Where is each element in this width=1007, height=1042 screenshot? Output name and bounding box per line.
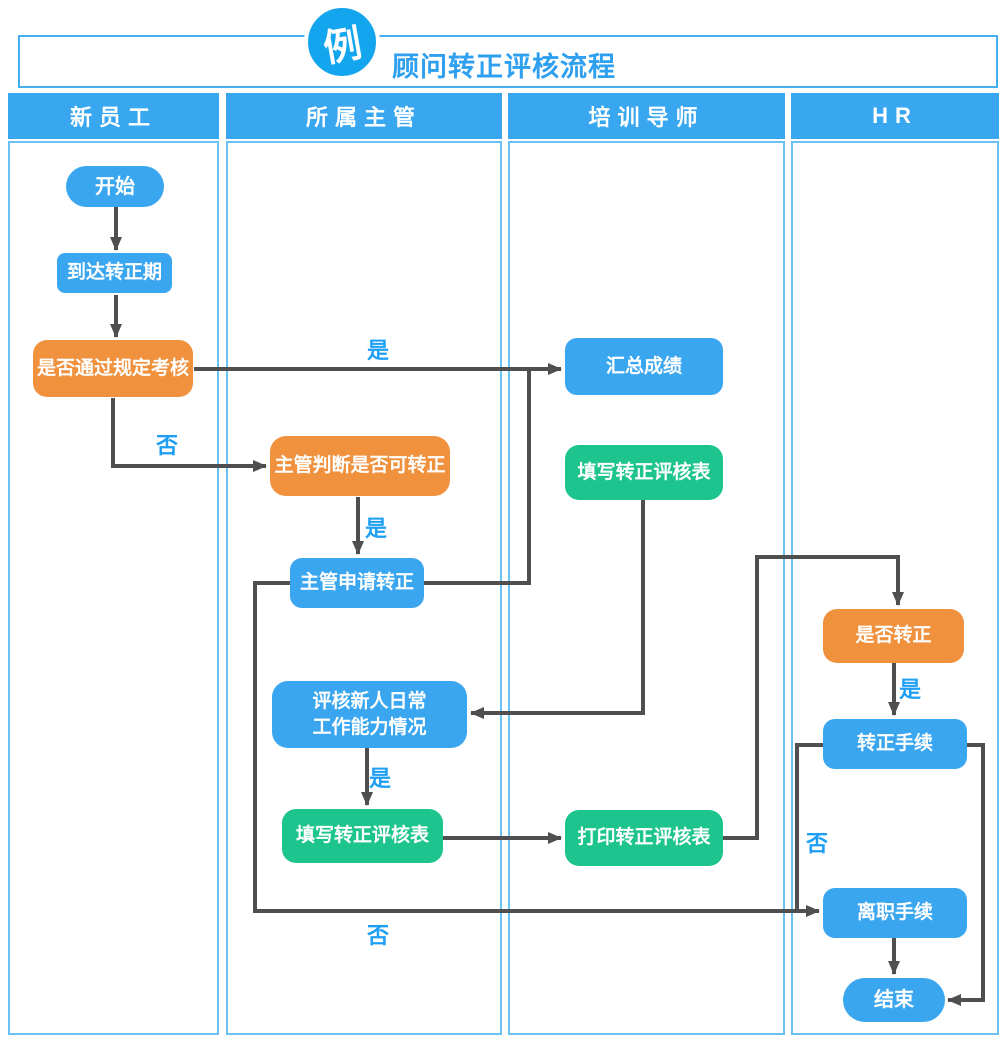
- edge-label-no-apply: 否: [366, 923, 390, 948]
- lane-header-new-employee: 新员工: [8, 93, 219, 139]
- node-regular-procedure: 转正手续: [823, 719, 967, 769]
- node-pass-exam: 是否通过规定考核: [33, 340, 193, 397]
- lane-header-mentor: 培训导师: [508, 93, 785, 139]
- node-assess-daily-line1: 评核新人日常: [312, 690, 427, 712]
- edge-label-yes-pass: 是: [366, 338, 390, 363]
- node-end: 结束: [843, 978, 945, 1022]
- node-summarize: 汇总成绩: [565, 338, 723, 395]
- lane-header-hr: HR: [791, 93, 999, 139]
- node-assess-daily: 评核新人日常 工作能力情况: [272, 681, 467, 748]
- node-resign-procedure: 离职手续: [823, 888, 967, 938]
- title-bar: [18, 35, 998, 88]
- edge-label-no-pass: 否: [155, 433, 179, 458]
- diagram-title: 顾问转正评核流程: [392, 52, 616, 82]
- node-start: 开始: [66, 166, 164, 207]
- edge-label-yes-regular: 是: [898, 677, 922, 702]
- node-supervisor-apply: 主管申请转正: [290, 558, 424, 608]
- lane-body-mentor: [508, 141, 785, 1035]
- lane-header-supervisor: 所属主管: [226, 93, 502, 139]
- node-reach-period: 到达转正期: [57, 253, 172, 293]
- node-fill-form-supervisor: 填写转正评核表: [282, 809, 443, 863]
- node-print-form: 打印转正评核表: [565, 810, 723, 866]
- edge-label-yes-assess: 是: [368, 766, 392, 791]
- node-is-regular: 是否转正: [823, 609, 964, 663]
- node-supervisor-judge: 主管判断是否可转正: [270, 436, 450, 496]
- example-badge: 例: [304, 4, 380, 80]
- example-badge-label: 例: [320, 22, 366, 71]
- node-fill-form-mentor: 填写转正评核表: [565, 445, 723, 500]
- edge-label-yes-judge: 是: [364, 516, 388, 541]
- edge-label-no-regular: 否: [805, 831, 829, 856]
- node-assess-daily-line2: 工作能力情况: [312, 716, 427, 738]
